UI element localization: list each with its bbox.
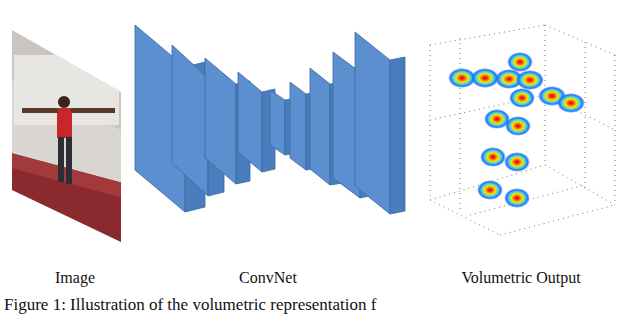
convnet-layers (135, 25, 405, 214)
figure-caption: Figure 1: Illustration of the volumetric… (4, 296, 376, 314)
panel-label: Volumetric Output (461, 269, 580, 287)
joint-heatmaps (448, 52, 585, 208)
volume-grid (430, 25, 615, 235)
panel-label: Image (55, 269, 95, 287)
panel-label: ConvNet (239, 269, 297, 287)
input-photo (0, 0, 130, 250)
